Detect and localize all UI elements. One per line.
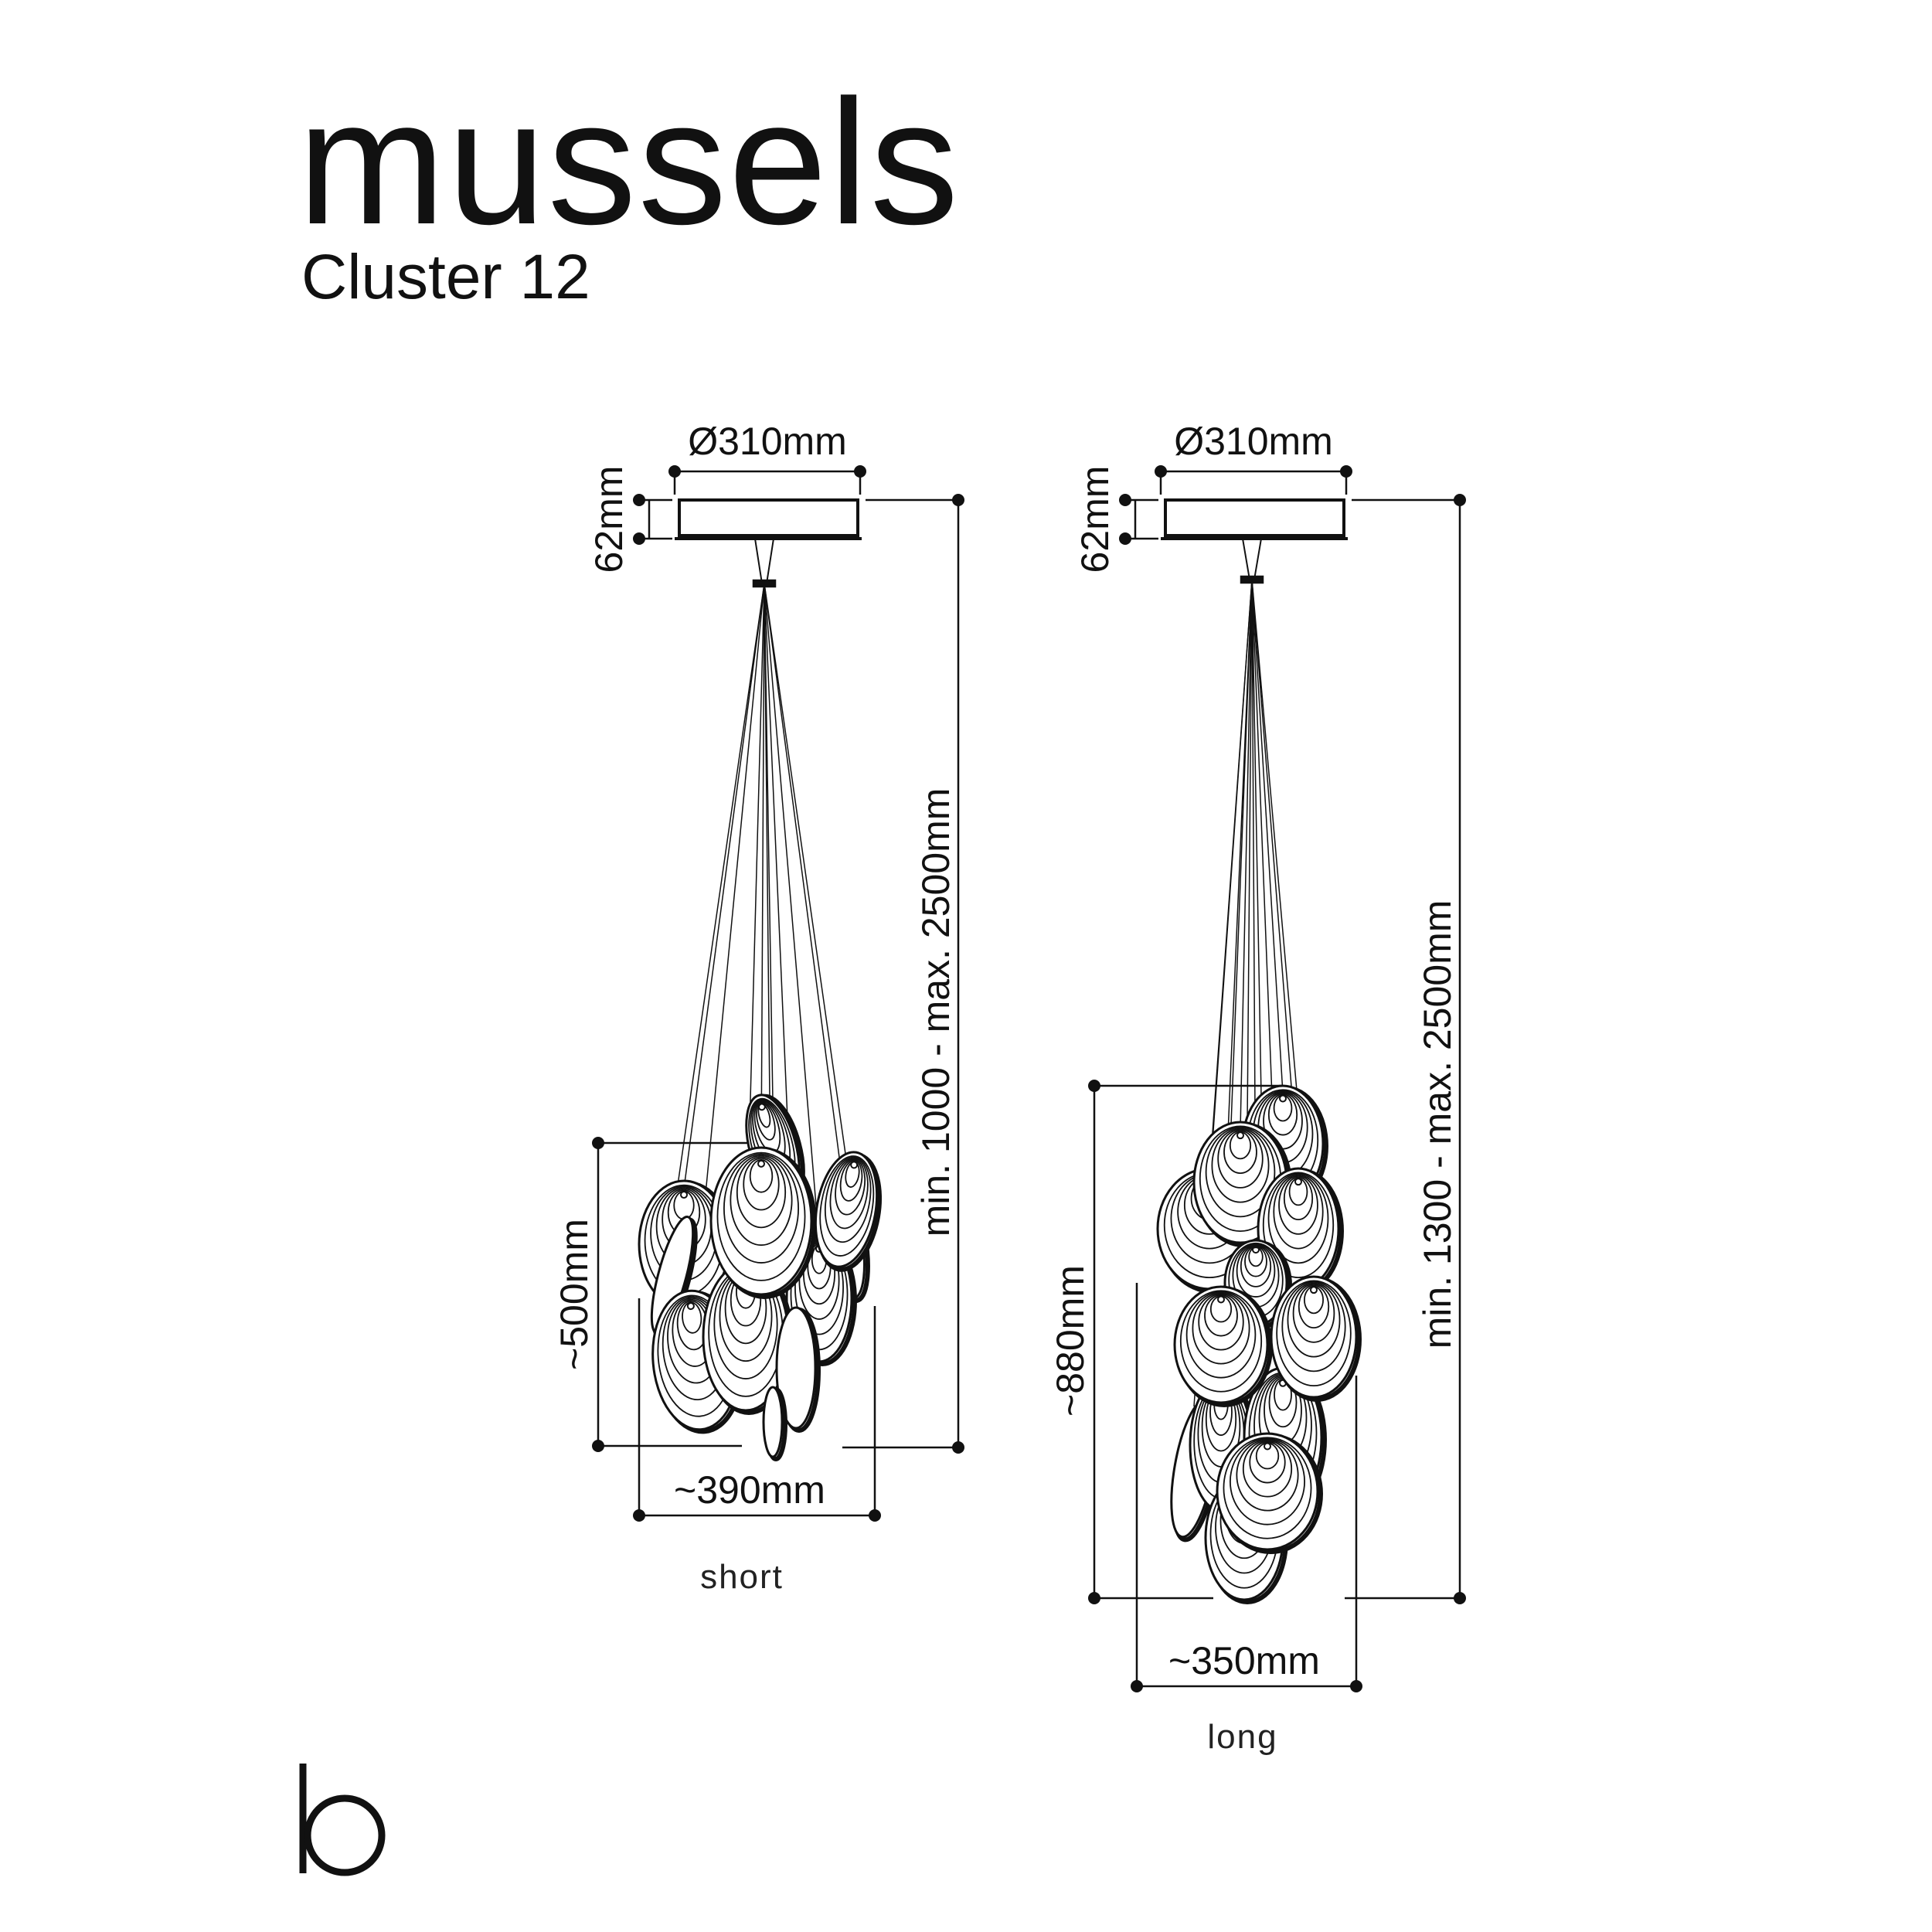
shell-icon xyxy=(709,1146,817,1299)
shell-icon xyxy=(814,1151,883,1272)
long-diameter-label: Ø310mm xyxy=(1174,420,1333,463)
short-cluster-width-label: ~390mm xyxy=(674,1468,825,1512)
shell-icon xyxy=(775,1306,821,1433)
variant-short xyxy=(597,470,960,1517)
short-overall-height-label: min. 1000 - max. 2500mm xyxy=(914,788,957,1237)
canopy xyxy=(1164,498,1345,537)
dimension-dots-short xyxy=(592,465,964,1522)
short-diameter-label: Ø310mm xyxy=(688,420,847,463)
long-canopy-height-label: 62mm xyxy=(1073,466,1117,573)
short-cluster-height-label: ~500mm xyxy=(553,1219,596,1370)
brand-logo xyxy=(299,1764,386,1876)
shell-icon xyxy=(1216,1432,1323,1554)
variant-long xyxy=(1093,470,1461,1688)
long-overall-height-label: min. 1300 - max. 2500mm xyxy=(1416,900,1459,1349)
short-variant-label: short xyxy=(700,1558,784,1596)
short-canopy-height-label: 62mm xyxy=(587,466,631,573)
long-cluster-width-label: ~350mm xyxy=(1168,1639,1320,1682)
product-title: mussels xyxy=(298,63,961,261)
shell-icon xyxy=(762,1386,787,1461)
long-cluster-height-label: ~880mm xyxy=(1049,1265,1092,1417)
shell-icon xyxy=(1270,1275,1362,1402)
dimension-dots-long xyxy=(1088,465,1466,1692)
product-subtitle: Cluster 12 xyxy=(301,242,590,312)
long-variant-label: long xyxy=(1207,1718,1277,1756)
shell-icon xyxy=(1173,1285,1273,1407)
canopy xyxy=(678,498,859,537)
